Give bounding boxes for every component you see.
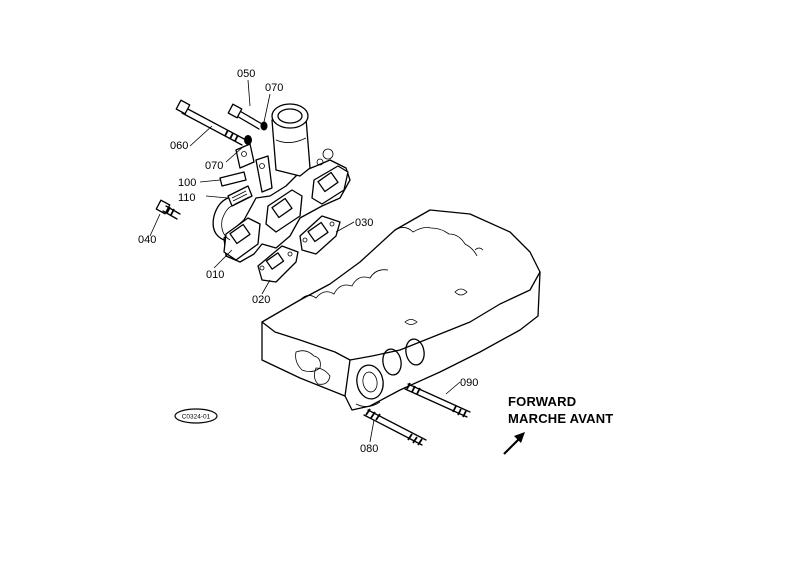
leader-lines [149,79,461,443]
callout-070-mid: 070 [205,160,223,172]
callout-010: 010 [206,269,224,281]
callout-030: 030 [355,217,373,229]
callout-060: 060 [170,140,188,152]
drawing-code-badge: C0324-01 [174,408,218,424]
bolt-050 [227,103,263,130]
callout-040: 040 [138,234,156,246]
callout-070-top: 070 [265,82,283,94]
gasket-030 [299,215,341,255]
plate-110 [227,185,253,207]
stud-bolt-090 [404,382,471,418]
cylinder-head [261,209,541,411]
diagonal-arrow-icon [503,432,525,455]
callout-020: 020 [252,294,270,306]
callout-110: 110 [178,192,196,204]
washer-070b [260,121,268,131]
callout-090: 090 [460,377,478,389]
callout-080: 080 [360,443,378,455]
forward-label: FORWARD [508,394,576,409]
drawing-code-text: C0324-01 [182,414,211,421]
bolt-060 [175,99,247,146]
stud-bolt-080 [363,408,427,446]
pin-100 [219,171,247,187]
callout-050: 050 [237,68,255,80]
bolt-040 [155,199,181,220]
manifold [212,103,351,263]
callout-100: 100 [178,177,196,189]
marche-avant-label: MARCHE AVANT [508,411,613,426]
gasket-020 [257,245,299,283]
washer-070a [244,135,252,145]
